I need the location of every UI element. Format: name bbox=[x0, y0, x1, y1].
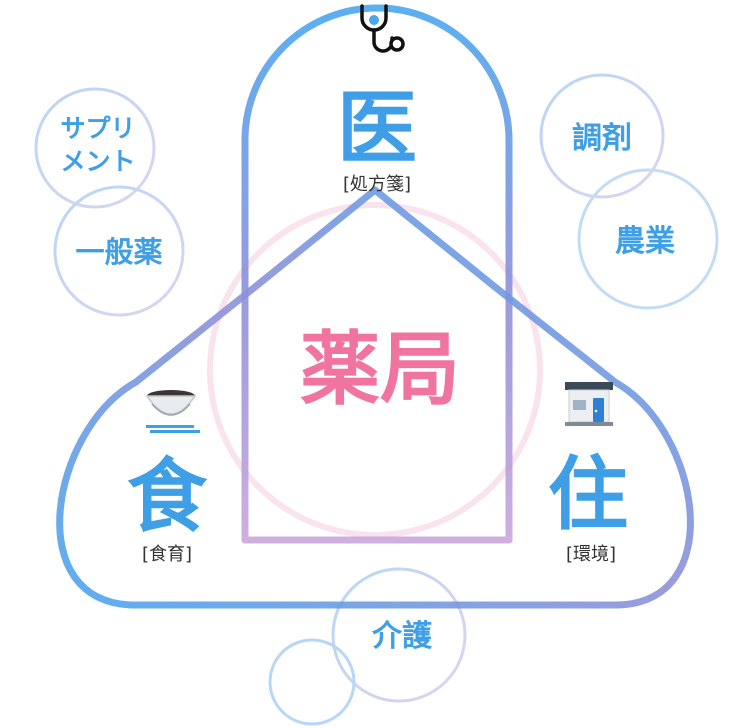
bubble-supplement: サプリ メント bbox=[34, 87, 156, 209]
bubble-agriculture-ring bbox=[577, 168, 719, 310]
food-label: 食 bbox=[127, 450, 208, 543]
living-label: 住 bbox=[548, 448, 628, 541]
bubble-care: 介護 bbox=[268, 567, 467, 726]
bubble-agriculture: 農業 bbox=[577, 168, 719, 310]
food-living-triangle-outline bbox=[56, 186, 694, 609]
rice-bowl-icon bbox=[145, 390, 200, 433]
medical-label: 医 bbox=[337, 82, 417, 175]
bubble-agriculture-label: 農業 bbox=[615, 224, 675, 259]
food-sublabel: [食育] bbox=[142, 544, 192, 565]
bubble-supplement-ring bbox=[34, 87, 156, 209]
medical-pill-outline bbox=[241, 4, 513, 544]
bubble-supplement-line2: メント bbox=[60, 147, 135, 176]
bubble-otc-label: 一般薬 bbox=[75, 235, 162, 269]
bubble-supplement-line1: サプリ bbox=[60, 114, 135, 143]
bubble-care-ring-large bbox=[331, 567, 467, 703]
center-glow-ring bbox=[207, 202, 543, 538]
center-label: 薬局 bbox=[300, 323, 460, 416]
living-sublabel: [環境] bbox=[566, 544, 616, 565]
bubble-dispensing-label: 調剤 bbox=[572, 121, 632, 156]
bubble-dispensing: 調剤 bbox=[539, 73, 665, 199]
house-icon bbox=[565, 382, 613, 426]
bubble-dispensing-ring bbox=[539, 73, 665, 199]
stethoscope-icon bbox=[360, 4, 405, 53]
bubble-care-label: 介護 bbox=[371, 619, 433, 654]
bubble-otc: 一般薬 bbox=[53, 185, 185, 317]
bubble-care-ring-small bbox=[268, 638, 356, 726]
bubble-otc-ring bbox=[53, 185, 185, 317]
medical-sublabel: [処方箋] bbox=[343, 174, 411, 195]
